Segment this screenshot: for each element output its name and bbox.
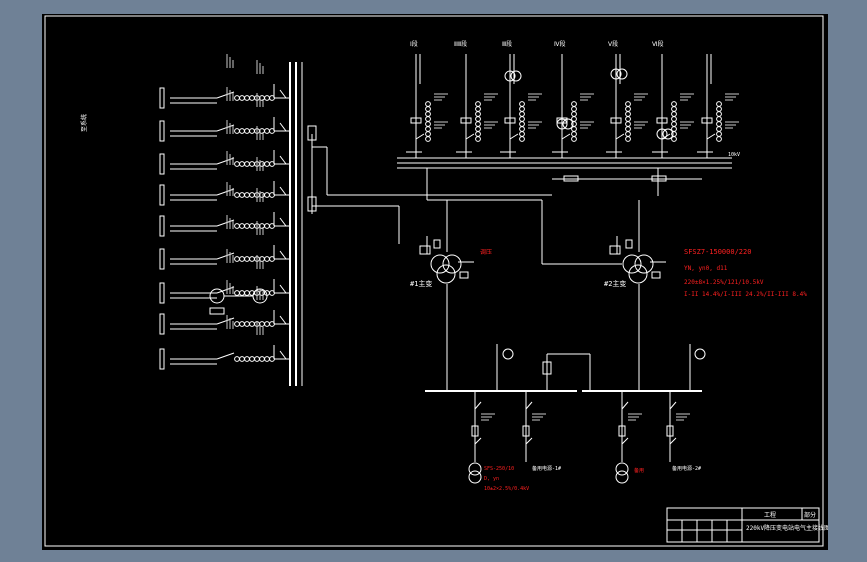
top-bay [697,54,739,158]
top-bay [456,54,498,158]
lv-feeder [666,391,690,462]
top-bay [606,54,648,158]
left-feeder [159,280,290,335]
left-feeder [159,315,290,370]
station-feeder-1: 备用电源-1# [532,465,561,472]
lv-section: SFS-250/10 D, yn 10±2×2.5%/0.4kV 备用 备用电源… [425,284,706,492]
top-line-label: ⅡⅢ段 [454,40,467,48]
station-note: 备用 [634,467,644,474]
title-block: 工程 部分 220kV降压变电站电气主接线图 [666,507,828,543]
lv-feeders [471,391,690,462]
left-feeder [159,182,290,237]
top-line-label: Ⅵ段 [652,40,664,48]
top-bay [406,54,448,158]
transformer-connection: YN, yn0, d11 [684,265,728,272]
top-bay [500,54,542,158]
station-transformer-model: SFS-250/10 [484,466,514,472]
drawing-title: 220kV降压变电站电气主接线图 [746,524,828,532]
bus-220-label: 10kV [728,152,740,158]
left-feeder [159,120,290,175]
top-bay [552,54,594,158]
main-transformer-1-label: #1主变 [410,279,432,288]
top-bay [652,54,694,158]
left-feeder [159,87,290,142]
transformer-impedance: I-II 14.4%/I-III 24.2%/II-III 8.4% [684,291,807,298]
tap-note: 调压 [480,248,492,256]
top-line-label: Ⅲ段 [502,40,512,48]
left-feeder [159,151,290,206]
station-transformer-ratio: 10±2×2.5%/0.4kV [484,486,529,492]
title-sheet-label: 部分 [804,511,816,519]
left-to-center-links [307,125,552,244]
left-feeders [159,54,290,370]
left-side-note: 至系统 [80,114,88,132]
lv-feeder [471,391,495,462]
top-line-labels: Ⅰ段 ⅡⅢ段 Ⅲ段 Ⅳ段 Ⅴ段 Ⅵ段 [410,40,664,48]
top-line-label: Ⅰ段 [410,40,418,48]
drawing-sheet: 至系统 10kV Ⅰ段 ⅡⅢ段 Ⅲ段 Ⅳ段 Ⅴ段 Ⅵ段 [42,14,828,550]
left-feeder [159,249,290,304]
top-line-label: Ⅳ段 [554,40,566,48]
transformer-voltage-ratio: 220±8×1.25%/121/10.5kV [684,279,764,286]
top-line-label: Ⅴ段 [608,40,618,48]
station-feeder-2: 备用电源-2# [672,465,701,472]
top-bays [406,54,739,158]
station-transformer-connection: D, yn [484,476,499,482]
left-feeder [159,215,290,270]
lv-feeder [522,391,546,462]
transformer-model: SFSZ7-150000/220 [684,248,751,256]
main-transformer-2: #2主变 SFSZ7-150000/220 YN, yn0, d11 220±8… [604,200,807,298]
drawing-frame [44,15,824,547]
main-transformer-1: #1主变 调压 [410,200,492,288]
left-feeder [159,54,290,109]
title-project-label: 工程 [764,511,776,519]
left-feeder-section: 至系统 [80,54,303,386]
main-transformer-2-label: #2主变 [604,279,626,288]
single-line-diagram: 至系统 10kV Ⅰ段 ⅡⅢ段 Ⅲ段 Ⅳ段 Ⅴ段 Ⅵ段 [44,15,828,547]
lv-feeder [618,391,642,462]
top-bus-section: 10kV Ⅰ段 ⅡⅢ段 Ⅲ段 Ⅳ段 Ⅴ段 Ⅵ段 [397,40,740,265]
